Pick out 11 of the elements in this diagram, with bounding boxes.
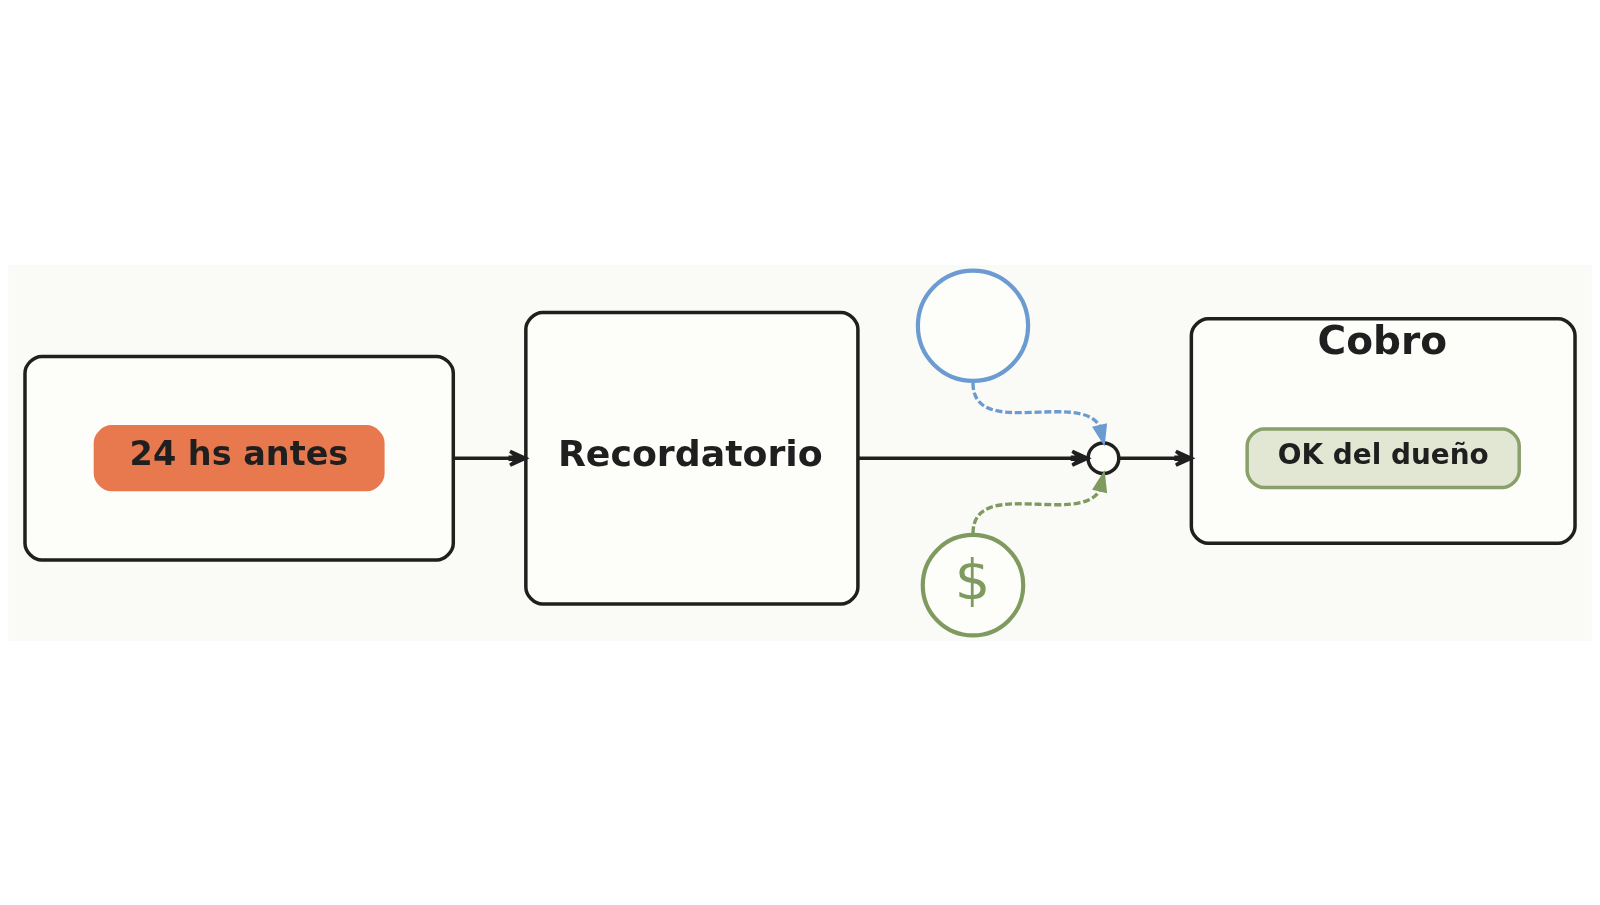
node-circle: $	[920, 532, 1026, 637]
arrow	[971, 382, 1108, 446]
node-box: Recordatorio	[524, 310, 860, 606]
arrow	[453, 449, 528, 467]
node-circle	[1086, 440, 1121, 475]
arrow	[971, 469, 1108, 534]
arrow	[1118, 449, 1194, 467]
node-circle	[915, 268, 1031, 383]
arrow	[858, 449, 1090, 467]
node-box: OK del dueño	[1245, 426, 1521, 489]
node-box: 24 hs antes	[93, 424, 385, 491]
